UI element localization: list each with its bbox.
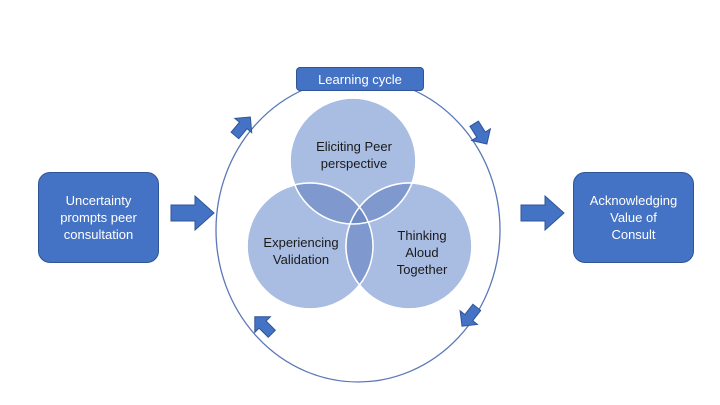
learning-cycle-label: Learning cycle bbox=[296, 67, 424, 91]
venn-label-eliciting: Eliciting Peer perspective bbox=[316, 139, 392, 171]
flow-arrow-right-icon bbox=[520, 194, 565, 232]
flow-arrow-left-icon bbox=[170, 194, 215, 232]
cycle-arrow-top-right-icon bbox=[469, 120, 492, 145]
venn-overlap-top-right bbox=[346, 183, 416, 224]
cycle-arrow-bottom-left-icon bbox=[254, 316, 277, 339]
cycle-arrow-top-left-icon bbox=[230, 116, 253, 140]
venn-outline-left bbox=[246, 182, 374, 310]
acknowledging-box: Acknowledging Value of Consult bbox=[573, 172, 694, 263]
venn-label-experiencing: Experiencing Validation bbox=[263, 235, 339, 267]
venn-outline-right bbox=[345, 182, 473, 310]
venn-label-thinking: Thinking Aloud Together bbox=[396, 228, 448, 277]
cycle-arrow-bottom-right-icon bbox=[459, 303, 482, 327]
uncertainty-box: Uncertainty prompts peer consultation bbox=[38, 172, 159, 263]
venn-overlap-top-left bbox=[290, 183, 373, 224]
venn-outline-top bbox=[289, 97, 417, 225]
